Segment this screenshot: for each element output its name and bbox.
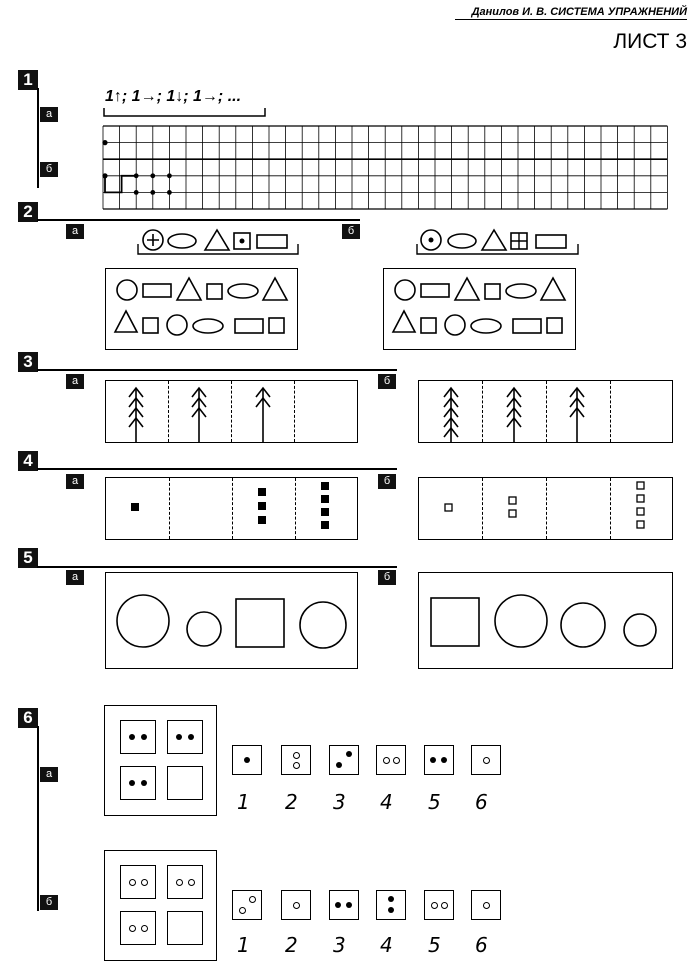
sub-label: а xyxy=(66,224,84,239)
sub-label: б xyxy=(378,474,396,489)
task-number: 5 xyxy=(18,548,38,568)
option-card[interactable] xyxy=(329,890,359,920)
option-number: 5 xyxy=(428,933,441,957)
shape-sequence-a xyxy=(137,228,299,255)
matrix-cell xyxy=(120,766,156,800)
shape-sequence-b xyxy=(416,228,579,255)
option-card[interactable] xyxy=(232,745,262,775)
matrix-panel-b xyxy=(104,850,217,961)
option-card[interactable] xyxy=(424,745,454,775)
option-card[interactable] xyxy=(329,745,359,775)
option-number: 1 xyxy=(237,790,250,814)
option-card[interactable] xyxy=(376,890,406,920)
sub-label: а xyxy=(66,570,84,585)
option-card[interactable] xyxy=(424,890,454,920)
task-rule xyxy=(37,566,397,568)
sub-label: б xyxy=(378,374,396,389)
matrix-cell xyxy=(167,865,203,899)
grid-paper xyxy=(102,125,668,210)
tree-panel-a xyxy=(105,380,358,443)
task-rule xyxy=(37,369,397,371)
task-number: 2 xyxy=(18,202,38,222)
size-panel-b xyxy=(418,572,673,669)
task-number: 1 xyxy=(18,70,38,90)
option-number: 3 xyxy=(333,933,346,957)
option-card[interactable] xyxy=(471,745,501,775)
square-panel-a xyxy=(105,477,358,540)
option-card[interactable] xyxy=(281,745,311,775)
matrix-cell xyxy=(120,911,156,945)
sub-label: б xyxy=(378,570,396,585)
shapes-a xyxy=(113,276,289,336)
option-number: 3 xyxy=(333,790,346,814)
matrix-panel-a xyxy=(104,705,217,816)
option-number: 1 xyxy=(237,933,250,957)
option-card[interactable] xyxy=(471,890,501,920)
task-bracket xyxy=(37,88,39,188)
option-number: 4 xyxy=(380,790,393,814)
option-number: 5 xyxy=(428,790,441,814)
sub-label: б xyxy=(40,895,58,910)
option-number: 2 xyxy=(285,933,298,957)
sheet-number: ЛИСТ 3 xyxy=(613,30,687,53)
sub-label: а xyxy=(66,474,84,489)
move-sequence: 1↑; 1→; 1↓; 1→; ... xyxy=(105,88,242,105)
task-rule xyxy=(37,468,397,470)
matrix-cell xyxy=(167,720,203,754)
size-panel-a xyxy=(105,572,358,669)
matrix-empty-cell xyxy=(167,766,203,800)
matrix-cell xyxy=(120,720,156,754)
option-card[interactable] xyxy=(232,890,262,920)
task-number: 6 xyxy=(18,708,38,728)
sub-label: б xyxy=(40,162,58,177)
shape-panel-b xyxy=(383,268,576,350)
option-card[interactable] xyxy=(376,745,406,775)
option-number: 2 xyxy=(285,790,298,814)
tree-panel-b xyxy=(418,380,673,443)
option-number: 6 xyxy=(475,933,488,957)
option-number: 6 xyxy=(475,790,488,814)
sub-label: а xyxy=(66,374,84,389)
matrix-empty-cell xyxy=(167,911,203,945)
shape-panel-a xyxy=(105,268,298,350)
sub-label: а xyxy=(40,767,58,782)
task-number: 3 xyxy=(18,352,38,372)
task-number: 4 xyxy=(18,451,38,471)
header-author-title: Данилов И. В. СИСТЕМА УПРАЖНЕНИЙ xyxy=(455,6,687,20)
task-bracket xyxy=(37,726,39,911)
matrix-cell xyxy=(120,865,156,899)
square-panel-b xyxy=(418,477,673,540)
option-card[interactable] xyxy=(281,890,311,920)
shapes-b xyxy=(391,276,567,336)
task-rule xyxy=(37,219,360,221)
sequence-bracket xyxy=(103,108,266,117)
option-number: 4 xyxy=(380,933,393,957)
sub-label: а xyxy=(40,107,58,122)
sub-label: б xyxy=(342,224,360,239)
